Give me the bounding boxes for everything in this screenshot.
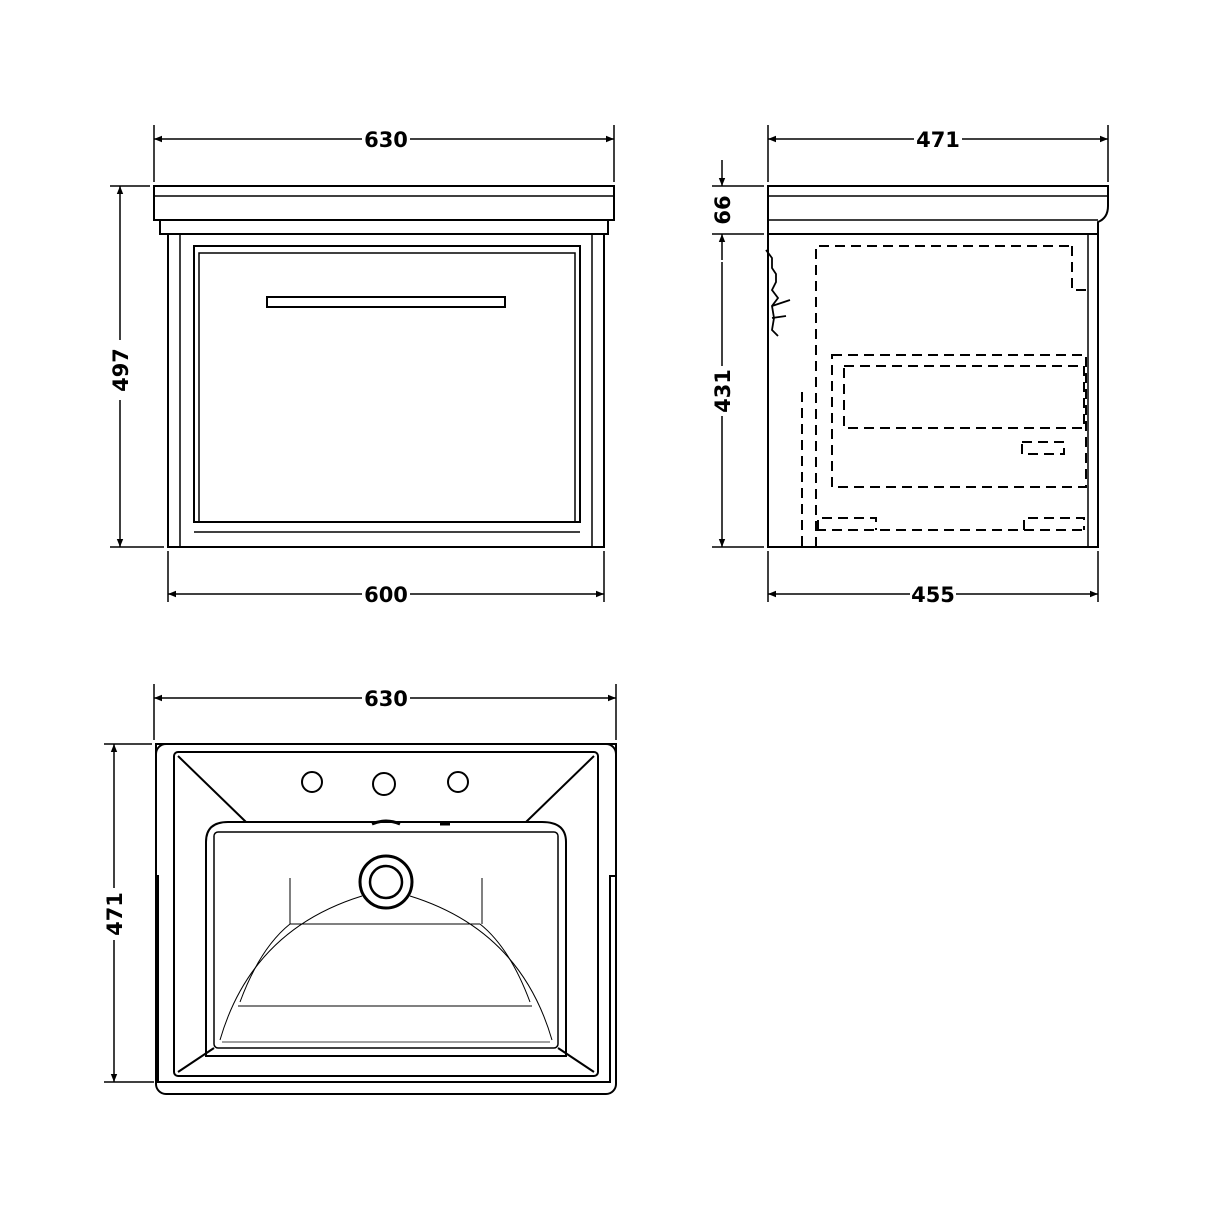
- plan-corner-bl: [177, 1047, 215, 1073]
- side-dimensions: [712, 125, 1109, 602]
- side-hidden-details: [801, 245, 1088, 547]
- side-hidden-carcass: [815, 245, 1072, 547]
- plan-tap-hole-center: [372, 772, 396, 796]
- side-cabinet-body: [767, 233, 1099, 548]
- plan-overflow-slot: [371, 819, 401, 826]
- plan-waste-inner: [368, 864, 404, 900]
- plan-overall-depth-label: 471: [103, 892, 127, 936]
- front-drawer-handle: [266, 296, 506, 308]
- side-overall-depth-label: 471: [916, 128, 960, 152]
- side-hidden-drawer-handle: [1021, 441, 1065, 455]
- side-hidden-drawer-inner: [843, 365, 1085, 429]
- plan-corner-tl: [177, 755, 247, 823]
- side-view: [767, 185, 1109, 548]
- front-overall-height-label: 497: [109, 348, 133, 392]
- plan-corner-tr: [525, 755, 595, 823]
- front-drawer: [193, 245, 581, 523]
- front-cabinet-width-label: 600: [364, 583, 408, 607]
- front-cabinet-frame: [167, 233, 605, 548]
- front-cabinet-inner-frame: [179, 233, 593, 548]
- plan-corner-br: [557, 1047, 595, 1073]
- plan-basin-deck: [173, 751, 599, 1077]
- front-basin-base: [159, 220, 609, 235]
- plan-bowl-floor: [213, 831, 559, 1049]
- front-view: [153, 185, 615, 548]
- side-hidden-runner-back: [1023, 517, 1085, 530]
- side-wall-bracket: [765, 249, 791, 337]
- front-dimensions: [110, 125, 615, 602]
- plan-view: [155, 743, 617, 1095]
- front-basin-body: [153, 185, 615, 221]
- side-basin-height-label: 66: [711, 195, 735, 224]
- side-cabinet-depth-label: 455: [911, 583, 955, 607]
- front-drawer-face: [198, 252, 576, 523]
- plan-tap-hole-right: [447, 771, 469, 793]
- plan-dimensions: [104, 684, 617, 1083]
- plan-waste-outer: [358, 854, 414, 910]
- side-hidden-drawer-box: [831, 354, 1087, 488]
- side-hidden-back-bracket: [1071, 246, 1088, 291]
- side-basin-body: [767, 185, 1109, 235]
- plan-bowl-contours: [219, 878, 553, 1043]
- plan-tap-hole-left: [301, 771, 323, 793]
- front-overall-width-label: 630: [364, 128, 408, 152]
- plan-bowl-rim: [205, 821, 567, 1057]
- plan-basin-outer: [155, 743, 617, 1095]
- side-cabinet-height-label: 431: [711, 369, 735, 413]
- plan-overall-width-label: 630: [364, 687, 408, 711]
- side-hidden-runner-front: [817, 517, 877, 530]
